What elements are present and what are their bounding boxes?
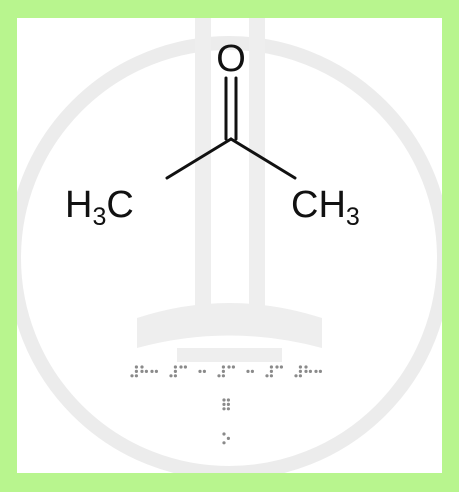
braille-cell [222,398,230,411]
braille-cell [198,369,206,373]
braille-dot [134,374,138,378]
methyl-right-ch: CH [291,184,346,226]
braille-row-3 [222,432,230,445]
bond-right [229,137,297,180]
braille-dot [222,398,226,402]
braille-dot [140,365,144,369]
braille-dot [298,365,302,369]
braille-dot [226,407,230,411]
methyl-right-subscript: 3 [346,203,360,231]
braille-cell [275,365,283,369]
braille-cell [265,365,273,378]
oxygen-label: O [216,38,246,80]
braille-dot [269,365,273,369]
braille-dot [144,369,148,373]
braille-dot [222,402,226,406]
braille-dot [304,365,308,369]
braille-dot [217,374,221,378]
braille-dot [173,374,177,378]
braille-row-1 [130,365,322,378]
watermark-logo [17,18,442,473]
braille-dot [179,365,183,369]
braille-dot [202,369,206,373]
braille-dot [198,369,202,373]
braille-cell [294,365,302,378]
braille-dot [265,374,269,378]
braille-dot [134,369,138,373]
acetone-structure: O H3C CH3 [65,38,360,231]
braille-cell [222,432,230,445]
braille-dot [173,365,177,369]
braille-dot [314,369,318,373]
braille-cell [246,369,254,373]
braille-row-2 [222,398,230,411]
braille-dot [294,374,298,378]
methyl-right-label: CH3 [291,184,360,231]
braille-dot [221,369,225,373]
braille-dot [227,365,231,369]
braille-dot [226,402,230,406]
braille-dot [134,365,138,369]
braille-cell [304,365,312,373]
braille-dot [298,369,302,373]
braille-dot [150,369,154,373]
braille-dot [269,374,273,378]
braille-dot [308,369,312,373]
braille-dot [226,398,230,402]
braille-dot [183,365,187,369]
braille-transcription [130,365,322,445]
braille-dot [250,369,254,373]
braille-dot [130,374,134,378]
braille-dot [222,441,226,445]
bond-left [165,137,233,180]
braille-dot [279,365,283,369]
braille-cell [179,365,187,369]
braille-cell [140,365,148,373]
braille-cell [314,369,322,373]
braille-dot [275,365,279,369]
braille-dot [222,407,226,411]
braille-dot [246,369,250,373]
braille-cell [227,365,235,369]
braille-dot [304,369,308,373]
methyl-left-c: C [106,184,133,226]
braille-cell [130,365,138,378]
braille-dot [269,369,273,373]
braille-dot [221,365,225,369]
braille-cell [217,365,225,378]
braille-cell [150,369,158,373]
braille-dot [318,369,322,373]
braille-dot [173,369,177,373]
methyl-left-h: H [65,184,92,226]
braille-dot [154,369,158,373]
braille-dot [298,374,302,378]
braille-dot [140,369,144,373]
braille-dot [226,436,230,440]
braille-dot [231,365,235,369]
methyl-left-subscript: 3 [92,203,106,231]
diagram-panel: O H3C CH3 [17,18,442,473]
methyl-left-label: H3C [65,184,134,231]
braille-dot [221,374,225,378]
braille-dot [222,432,226,436]
braille-dot [169,374,173,378]
braille-cell [169,365,177,378]
